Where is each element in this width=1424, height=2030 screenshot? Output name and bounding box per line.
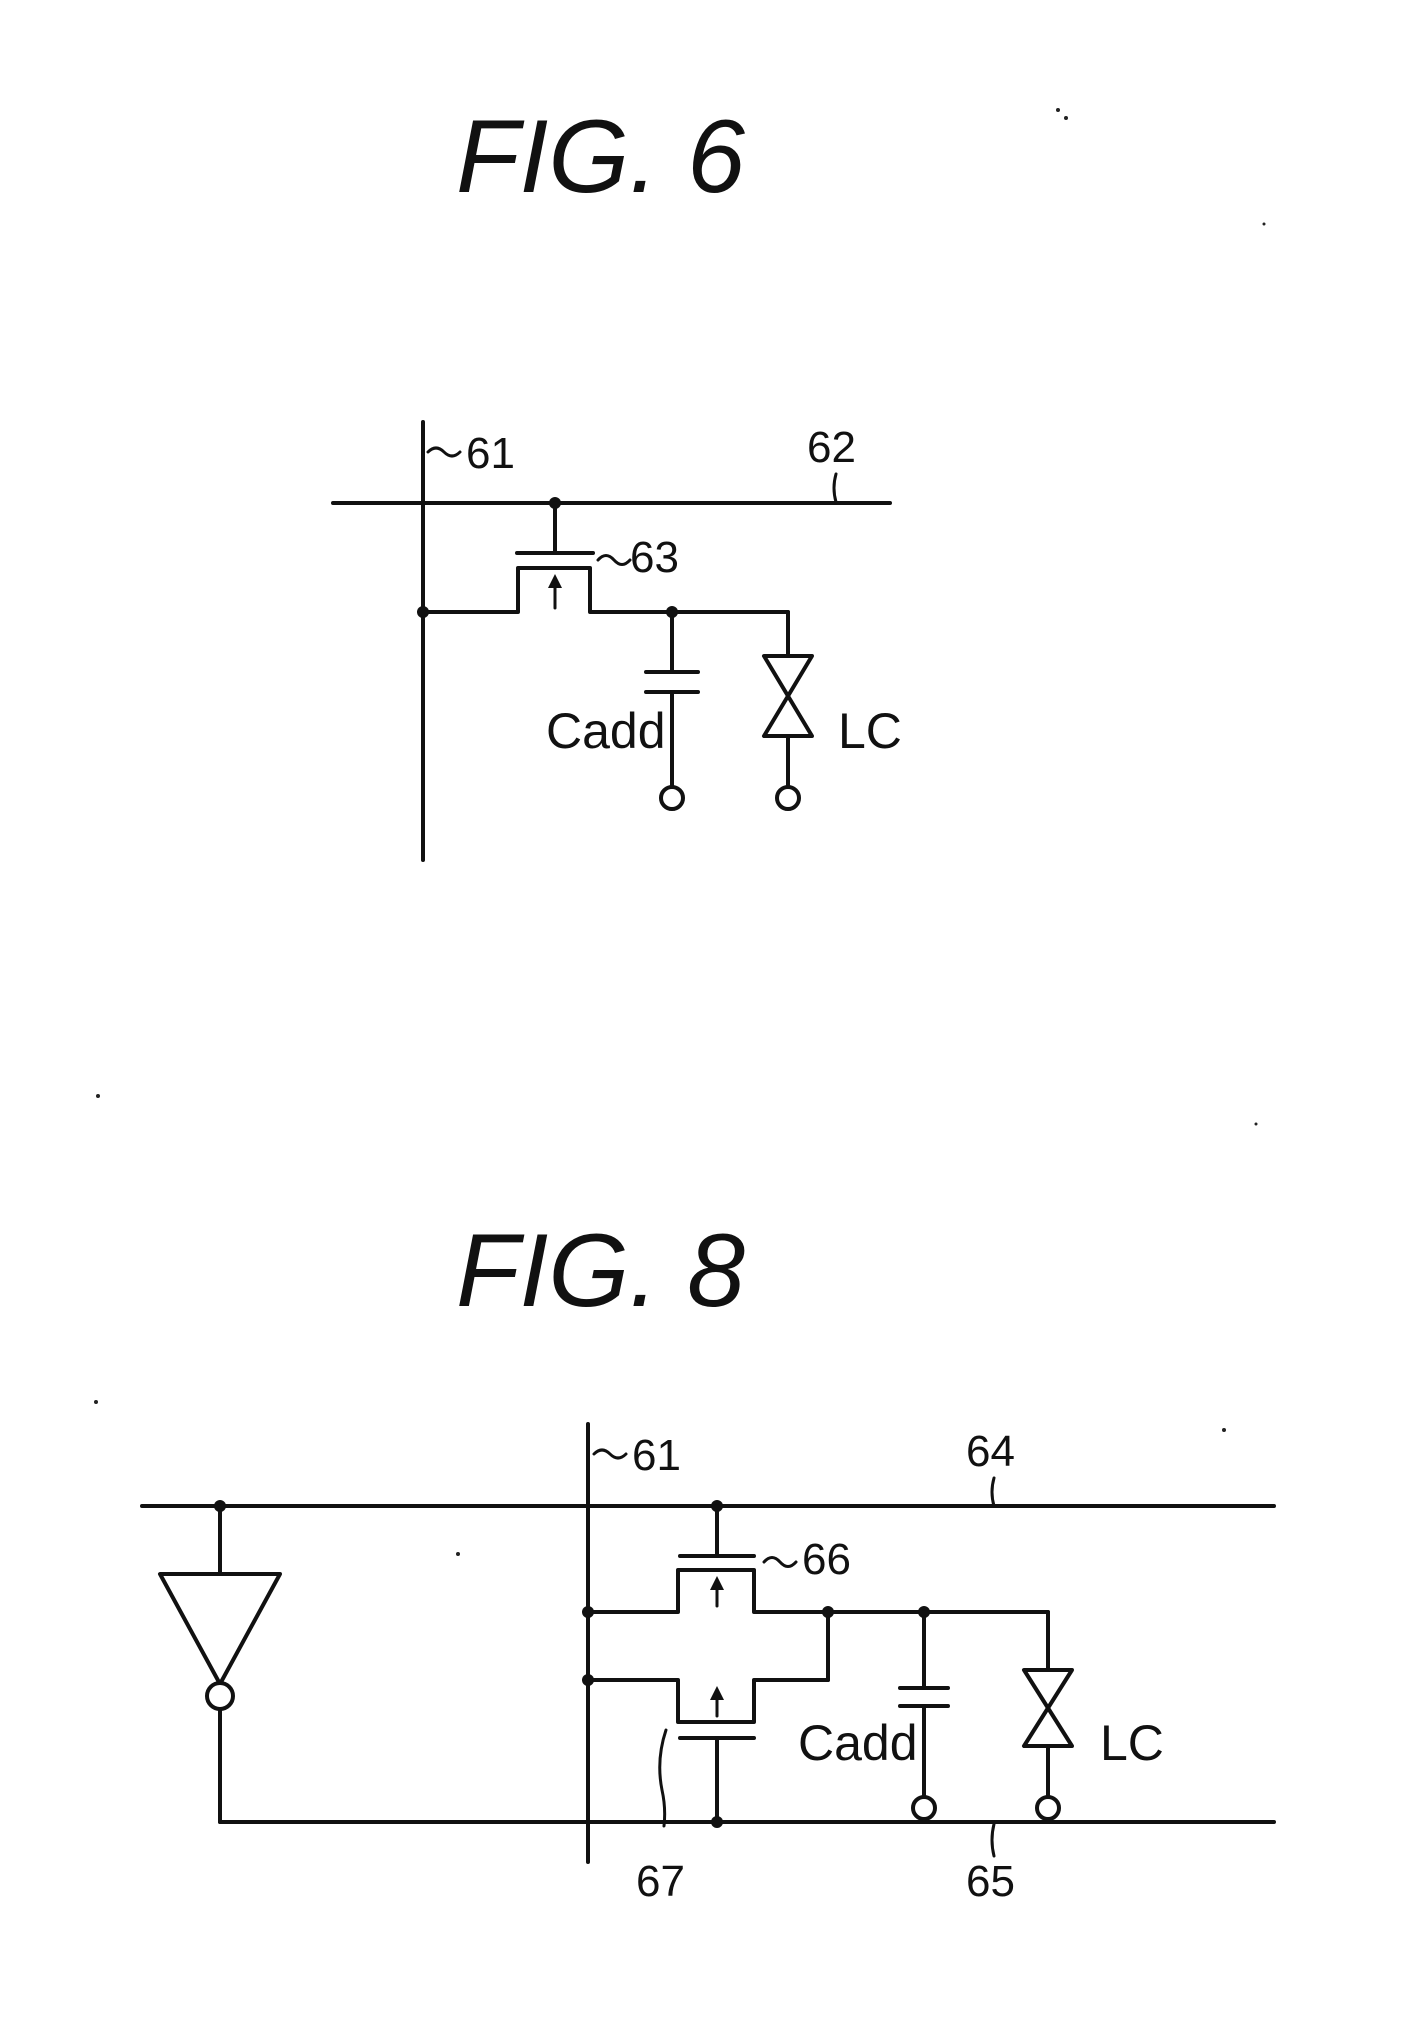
fig6-lc-terminal	[777, 787, 799, 809]
fig6-label-cadd: Cadd	[546, 703, 666, 759]
fig8-inverter-triangle	[160, 1574, 280, 1684]
fig8-ref-61: 61	[632, 1431, 681, 1480]
fig6-label-lc: LC	[838, 703, 902, 759]
fig6-ref-61: 61	[466, 429, 515, 478]
fig8-junction-gate-67	[711, 1816, 723, 1828]
fig8-ref-61-leader	[594, 1450, 626, 1458]
fig8-ref-64: 64	[966, 1427, 1015, 1476]
fig8-lc-terminal	[1037, 1797, 1059, 1819]
fig6-transistor-arrowhead	[548, 574, 562, 588]
fig6-cap-terminal	[661, 787, 683, 809]
fig8-transistor-67-channel	[588, 1680, 828, 1722]
fig8-junction-source-66	[582, 1606, 594, 1618]
fig8-transistor-66-arrowhead	[710, 1576, 724, 1590]
fig6-ref-62: 62	[807, 423, 856, 472]
fig6-ref-62-leader	[834, 474, 836, 502]
fig8-ref-67-leader	[660, 1730, 666, 1826]
fig8-cap-terminal	[913, 1797, 935, 1819]
fig6-junction-source	[417, 606, 429, 618]
figure-6: FIG. 6 61 62 63 Cadd LC	[333, 99, 902, 860]
scan-specks	[94, 108, 1266, 1556]
fig6-lc-symbol	[764, 656, 812, 736]
fig6-ref-63-leader	[598, 556, 630, 565]
fig8-ref-66-leader	[764, 1558, 796, 1567]
fig8-ref-67: 67	[636, 1857, 685, 1906]
fig8-junction-source-67	[582, 1674, 594, 1686]
fig8-label-lc: LC	[1100, 1715, 1164, 1771]
fig8-transistor-66-channel	[588, 1570, 828, 1612]
fig8-inverter-bubble	[207, 1683, 233, 1709]
fig8-lc-symbol	[1024, 1670, 1072, 1746]
fig6-ref-61-leader	[428, 448, 460, 456]
figure-6-title: FIG. 6	[456, 99, 745, 215]
fig8-ref-65: 65	[966, 1857, 1015, 1906]
fig6-ref-63: 63	[630, 533, 679, 582]
fig8-ref-66: 66	[802, 1535, 851, 1584]
fig8-ref-64-leader	[992, 1478, 994, 1506]
fig8-label-cadd: Cadd	[798, 1715, 918, 1771]
figure-8-title: FIG. 8	[456, 1213, 745, 1329]
fig8-ref-65-leader	[992, 1824, 994, 1856]
fig8-transistor-67-arrowhead	[710, 1686, 724, 1700]
figure-8: FIG. 8 61 64 65 66	[142, 1213, 1274, 1906]
